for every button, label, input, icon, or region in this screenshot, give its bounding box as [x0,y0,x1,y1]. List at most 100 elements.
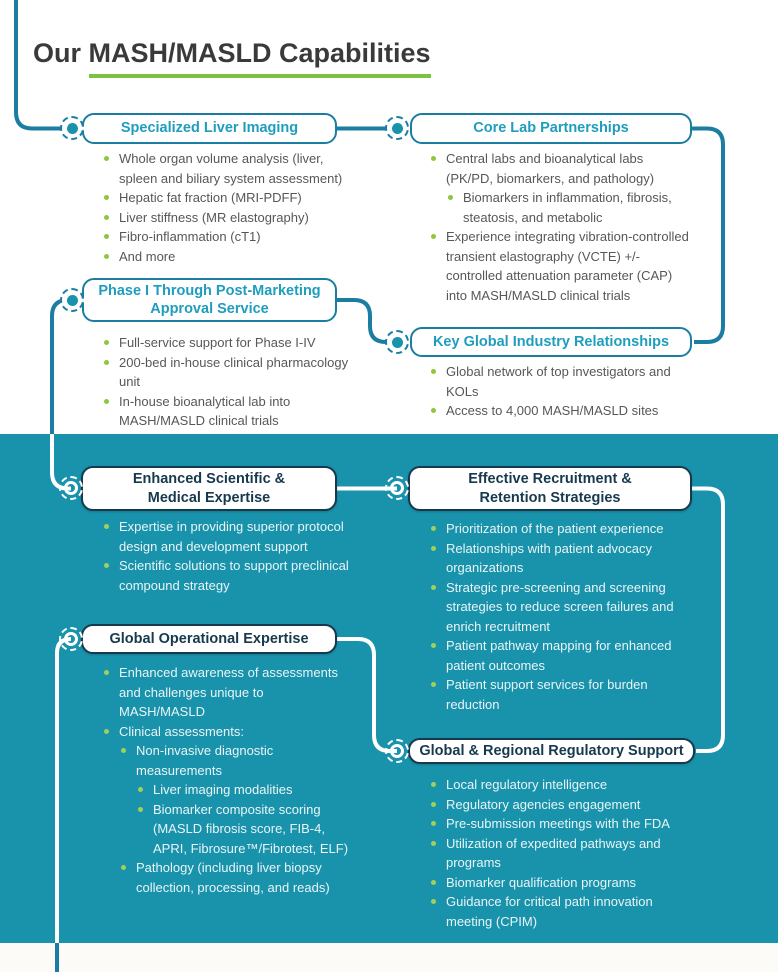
capability-box-effective-recruitment-retention: Effective Recruitment & Retention Strate… [408,466,692,511]
list-item: Pre-submission meetings with the FDA [431,814,686,834]
list-item: Enhanced awareness of assessments and ch… [104,663,349,722]
list-item-text: In-house bioanalytical lab into MASH/MAS… [119,393,291,429]
box-title: Phase I Through Post-Marketing Approval … [98,282,321,317]
list-item-text: Liver imaging modalities [153,782,293,797]
connector-node-icon [59,627,83,651]
connector-node-icon [60,288,84,312]
bottom-strip [0,943,778,972]
list-item: Fibro-inflammation (cT1) [104,227,356,247]
connector-node-icon [385,116,409,140]
list-item-text: Strategic pre-screening and screening st… [446,579,674,634]
bullet-icon [104,728,109,734]
bullet-icon [121,748,126,753]
bullet-icon [104,398,109,404]
connector-node-core-icon [390,744,404,758]
list-item: Prioritization of the patient experience [431,519,683,539]
bullet-icon [431,821,436,826]
bullet-icon [431,840,436,846]
list-item-text: Access to 4,000 MASH/MASLD sites [446,403,659,418]
list-item: Central labs and bioanalytical labs (PK/… [431,149,693,188]
list-item: Whole organ volume analysis (liver, sple… [104,149,356,188]
bullet-icon [104,234,109,239]
bullet-icon [104,214,109,220]
bullet-icon [431,879,436,885]
list-item: Liver imaging modalities [138,780,349,800]
connector-node-icon [385,739,409,763]
list-item: Guidance for critical path innovation me… [431,892,686,931]
bullet-icon [431,899,436,904]
box-title: Key Global Industry Relationships [432,333,670,350]
connector-node-icon [385,476,409,500]
list-item-text: Prioritization of the patient experience [446,521,664,536]
bullet-icon [104,195,109,200]
capability-box-core-lab-partnerships: Core Lab Partnerships [410,113,692,144]
list-item-text: Hepatic fat fraction (MRI-PDFF) [119,190,302,205]
bullet-icon [431,682,436,687]
bullet-icon [104,563,109,568]
connector-line [692,126,725,344]
list-item-text: Fibro-inflammation (cT1) [119,229,261,244]
bullet-icon [104,253,109,259]
list-item: Access to 4,000 MASH/MASLD sites [431,401,683,421]
list-item: Non-invasive diagnostic measurements [121,741,349,780]
list-item-text: Clinical assessments: [119,723,244,739]
page-title: Our MASH/MASLD Capabilities [33,38,431,78]
list-item: Patient pathway mapping for enhanced pat… [431,636,683,675]
list-item-text: Local regulatory intelligence [446,777,608,792]
connector-line [50,298,72,435]
list-item-text: Enhanced awareness of assessments and ch… [119,665,338,719]
bullet-icon [431,526,436,531]
list-item: Biomarker composite scoring (MASLD fibro… [138,800,349,859]
list-item-text: 200-bed in-house clinical pharmacology u… [119,354,349,390]
list-item: 200-bed in-house clinical pharmacology u… [104,353,349,392]
bullet-icon [121,865,126,870]
list-item: Full-service support for Phase I-IV [104,333,349,353]
box-title: Global & Regional Regulatory Support [419,742,684,759]
page-title-underlined: MASH/MASLD Capabilities [88,38,431,78]
list-item-text: Biomarker qualification programs [446,874,637,890]
list-item-text: Pathology (including liver biopsy collec… [136,860,330,895]
list-item-text: Experience integrating vibration-control… [446,229,689,303]
list-item-text: Whole organ volume analysis (liver, sple… [119,151,343,186]
bullet-icon [138,806,143,812]
capability-box-enhanced-scientific-medical-expertise: Enhanced Scientific & Medical Expertise [81,466,337,511]
connector-line [55,637,72,944]
bullet-icon [138,787,143,792]
list-item: Strategic pre-screening and screening st… [431,578,683,637]
list-item: Regulatory agencies engagement [431,795,686,815]
list-item-text: Patient pathway mapping for enhanced pat… [446,638,672,673]
box-title: Enhanced Scientific & Medical Expertise [132,471,286,506]
list-item: Liver stiffness (MR elastography) [104,208,356,228]
list-item-text: Guidance for critical path innovation me… [446,894,653,929]
capability-box-specialized-liver-imaging: Specialized Liver Imaging [82,113,337,144]
bullet-icon [431,408,436,413]
list-item-text: Liver stiffness (MR elastography) [119,209,309,225]
list-item: Patient support services for burden redu… [431,675,683,714]
bullet-list-specialized-liver-imaging: Whole organ volume analysis (liver, sple… [104,149,356,266]
list-item-text: Non-invasive diagnostic measurements [136,743,274,778]
list-item: In-house bioanalytical lab into MASH/MAS… [104,392,349,431]
list-item: Experience integrating vibration-control… [431,227,693,305]
box-title: Global Operational Expertise [109,630,309,647]
bullet-list-effective-recruitment-retention: Prioritization of the patient experience… [431,519,683,714]
connector-line [692,486,725,753]
list-item: Pathology (including liver biopsy collec… [121,858,349,897]
list-item: Utilization of expedited pathways and pr… [431,834,686,873]
list-item-text: Scientific solutions to support preclini… [119,558,349,593]
connector-node-icon [60,116,84,140]
connector-node-core-icon [391,122,403,134]
bullet-icon [104,359,109,365]
connector-line [14,0,72,131]
box-title: Core Lab Partnerships [473,120,629,137]
bullet-icon [431,234,436,239]
capability-box-key-global-industry-relationships: Key Global Industry Relationships [410,327,692,357]
list-item: Global network of top investigators and … [431,362,683,401]
capability-box-global-operational-expertise: Global Operational Expertise [81,624,337,654]
bullet-icon [431,369,436,374]
list-item-text: Central labs and bioanalytical labs (PK/… [446,151,655,186]
list-item: Local regulatory intelligence [431,775,686,795]
list-item: Scientific solutions to support preclini… [104,556,356,595]
list-item-text: Utilization of expedited pathways and pr… [446,835,661,871]
